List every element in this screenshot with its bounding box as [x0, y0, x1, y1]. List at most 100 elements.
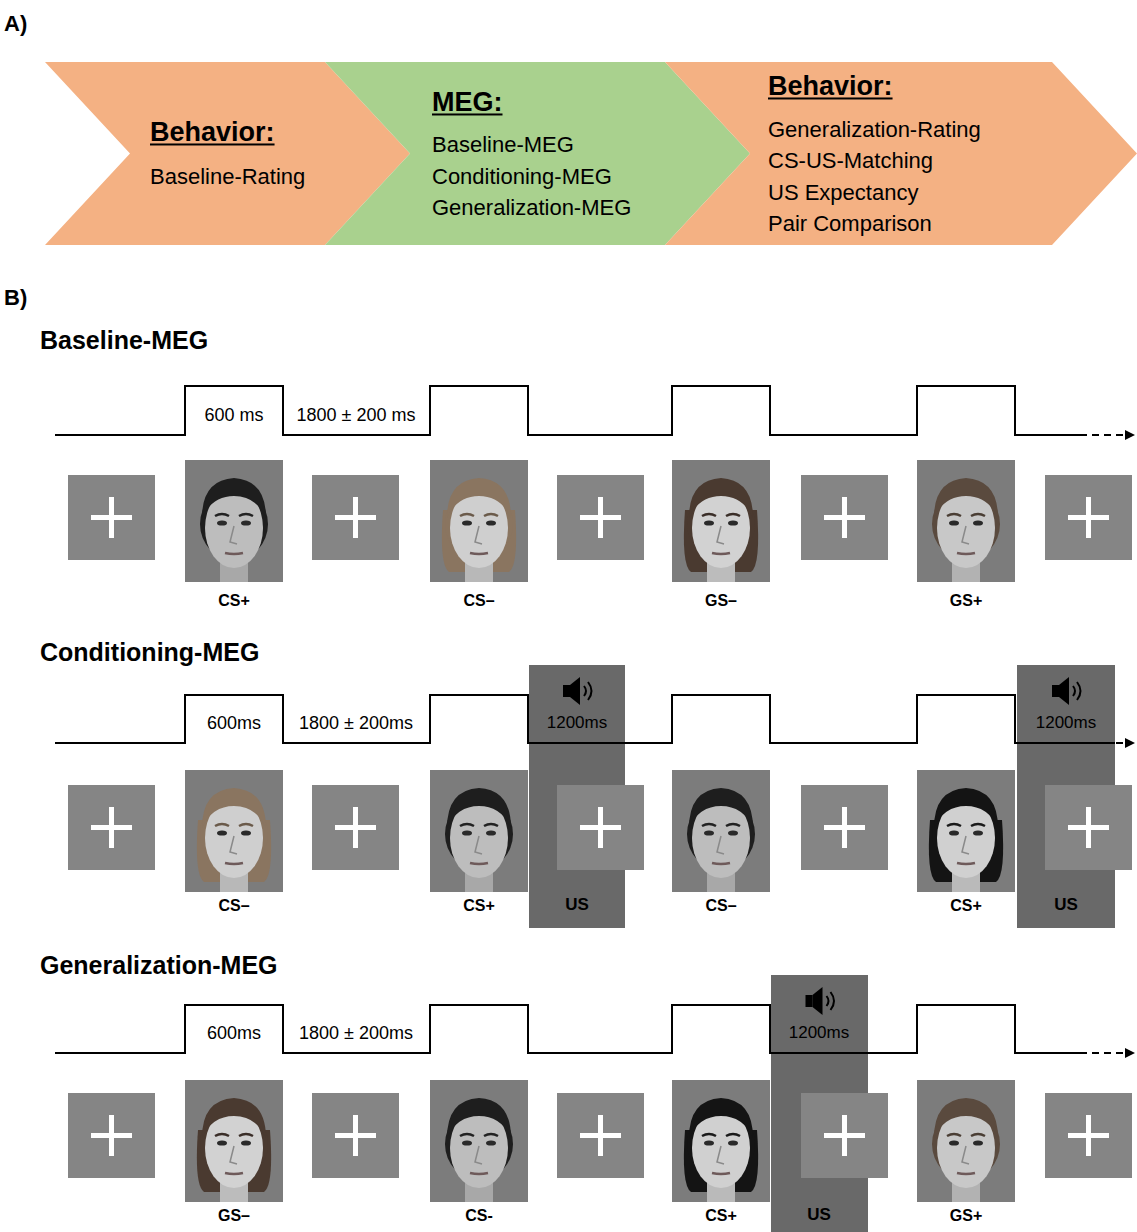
- fixation-cross: [312, 475, 399, 560]
- band-shape: [529, 665, 625, 928]
- fixation-cross: [801, 785, 888, 870]
- eye: [486, 520, 496, 525]
- nose: [717, 836, 724, 854]
- mouth: [225, 553, 243, 554]
- eyebrow: [971, 824, 985, 826]
- stage-item: Baseline-Rating: [150, 164, 305, 189]
- stimulus-label: GS+: [950, 592, 982, 610]
- face-photo: [672, 1080, 770, 1202]
- duration-label: 1800 ± 200ms: [299, 713, 413, 734]
- face-photo: [430, 1080, 528, 1202]
- mouth: [712, 553, 730, 554]
- eye: [241, 1140, 251, 1145]
- photo-ground: [672, 1080, 770, 1202]
- hair-top: [689, 1098, 753, 1138]
- stage-item: Pair Comparison: [768, 211, 932, 236]
- mouth: [712, 863, 730, 864]
- panel-letter: B): [4, 285, 27, 310]
- eyebrow: [460, 824, 474, 826]
- fixation-cross: [557, 475, 644, 560]
- stimulus-label: CS-: [465, 1207, 493, 1225]
- face-photo: [917, 460, 1015, 582]
- sound-wave: [1073, 686, 1075, 696]
- fixation-ground: [312, 785, 399, 870]
- eyebrow: [215, 514, 229, 516]
- sound-wave: [588, 682, 592, 700]
- cross-bar: [580, 515, 621, 520]
- duration-label: 1200ms: [547, 713, 607, 733]
- eyebrow: [215, 824, 229, 826]
- eyebrow: [971, 1134, 985, 1136]
- stimulus-label: CS+: [463, 897, 495, 915]
- speaker-icon: [813, 987, 823, 1015]
- arrowhead: [1125, 1048, 1135, 1058]
- stimulus-label: CS–: [218, 897, 249, 915]
- hair-top: [934, 1098, 998, 1138]
- eye: [462, 1140, 472, 1145]
- fixation-cross: [68, 475, 155, 560]
- eye: [462, 830, 472, 835]
- us-label: US: [807, 1205, 831, 1225]
- panel-letter: A): [4, 11, 27, 36]
- duration-label: 600ms: [207, 713, 261, 734]
- duration-label: 600 ms: [204, 405, 263, 426]
- eye: [217, 520, 227, 525]
- stage-heading: Behavior:: [768, 71, 893, 102]
- fixation-ground: [557, 785, 644, 870]
- speaker-icon: [570, 677, 580, 705]
- cross-bar: [580, 1133, 621, 1138]
- eye: [217, 830, 227, 835]
- mouth: [957, 1173, 975, 1174]
- fixation-cross: [312, 785, 399, 870]
- stimulus-label: GS–: [218, 1207, 250, 1225]
- cross-bar: [335, 515, 376, 520]
- nose: [475, 1146, 482, 1164]
- mouth: [470, 1173, 488, 1174]
- fixation-cross: [801, 1093, 888, 1178]
- cross-bar: [91, 1133, 132, 1138]
- photo-ground: [917, 770, 1015, 892]
- mouth: [225, 863, 243, 864]
- stimulus-label: CS+: [950, 897, 982, 915]
- eye: [486, 1140, 496, 1145]
- eye: [973, 830, 983, 835]
- hair-top: [202, 478, 266, 518]
- eyebrow: [215, 1134, 229, 1136]
- fixation-cross: [1045, 1093, 1132, 1178]
- eye: [704, 520, 714, 525]
- stage-chevron: MEG:Baseline-MEGConditioning-MEGGenerali…: [325, 62, 750, 245]
- fixation-ground: [68, 785, 155, 870]
- cross-bar: [335, 1133, 376, 1138]
- mouth: [712, 1173, 730, 1174]
- chevron-fill: [665, 62, 1137, 245]
- mouth: [470, 863, 488, 864]
- us-band: 1200msUS: [529, 665, 625, 928]
- fixation-ground: [801, 475, 888, 560]
- cross-bar: [824, 825, 865, 830]
- hair-top: [689, 788, 753, 828]
- eyebrow: [484, 514, 498, 516]
- fixation-ground: [801, 1093, 888, 1178]
- nose: [962, 526, 969, 544]
- fixation-cross: [68, 1093, 155, 1178]
- fixation-ground: [1045, 1093, 1132, 1178]
- face-photo: [185, 770, 283, 892]
- timing-line: [771, 1052, 868, 1054]
- duration-label: 1800 ± 200 ms: [297, 405, 416, 426]
- nose: [230, 836, 237, 854]
- fixation-ground: [557, 475, 644, 560]
- band-shape: [1017, 665, 1115, 928]
- photo-ground: [430, 1080, 528, 1202]
- speaker-icon: [563, 685, 570, 697]
- eye: [486, 830, 496, 835]
- photo-ground: [672, 460, 770, 582]
- eye: [973, 520, 983, 525]
- eye: [462, 520, 472, 525]
- face-photo: [917, 770, 1015, 892]
- nose: [230, 526, 237, 544]
- cross-bar: [1068, 515, 1109, 520]
- timing-line: [55, 386, 1080, 435]
- timing-continuation: [1080, 1052, 1126, 1054]
- sound-wave: [831, 992, 835, 1010]
- photo-ground: [430, 460, 528, 582]
